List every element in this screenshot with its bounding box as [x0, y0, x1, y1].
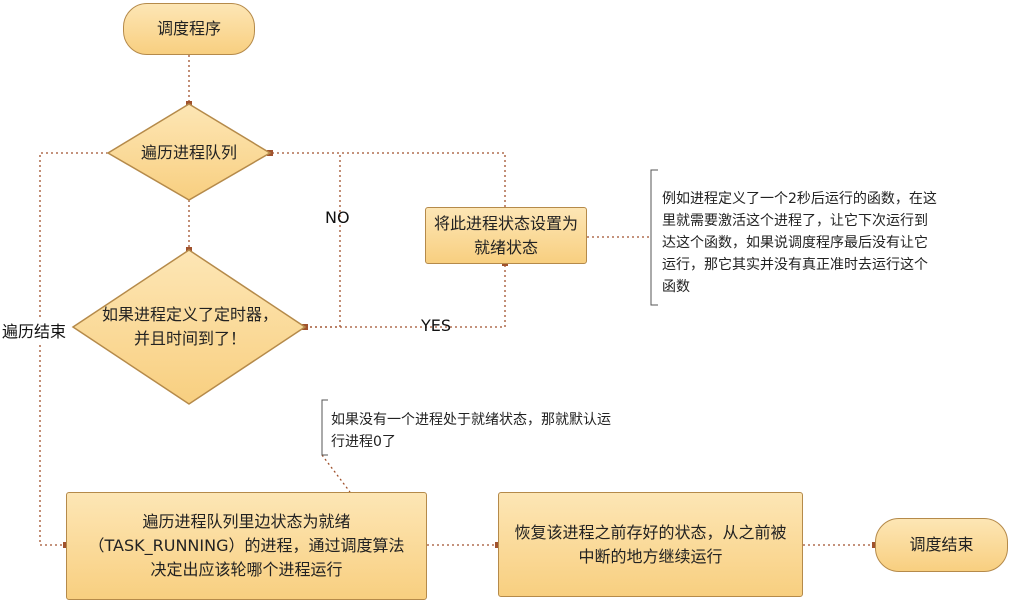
- bracket-default-note: [321, 399, 328, 456]
- loop-end-label: 遍历结束: [2, 318, 67, 342]
- decision-check-shape: [71, 249, 307, 405]
- default-ready-note: 如果没有一个进程处于就绪状态，那就默认运行进程0了: [331, 412, 611, 450]
- edge-yes-to-set-ready: [305, 263, 506, 328]
- no-label: NO: [325, 208, 350, 227]
- decision-loop-shape: [106, 103, 272, 201]
- yes-label: YES: [421, 316, 452, 335]
- timer-note: 例如进程定义了一个2秒后运行的函数，在这里就需要激活这个进程了，让它下次运行到达…: [662, 191, 937, 295]
- timer-check-decision[interactable]: 如果进程定义了定时器，并且时间到了！: [101, 305, 278, 348]
- edge-note-default: [321, 454, 351, 493]
- restore-process[interactable]: 恢复该进程之前存好的状态，从之前被中断的地方继续运行: [498, 492, 803, 597]
- edge-loop-end-to-select: [39, 152, 108, 546]
- bracket-timer-note: [650, 169, 658, 306]
- end-node[interactable]: 调度结束: [875, 518, 1008, 572]
- edge-no-to-loop: [305, 153, 341, 328]
- edge-set-ready-to-loop: [270, 152, 506, 207]
- select-ready-process[interactable]: 遍历进程队列里边状态为就绪（TASK_RUNNING）的进程，通过调度算法决定出…: [66, 492, 427, 600]
- loop-decision[interactable]: 遍历进程队列: [140, 143, 237, 162]
- set-ready-process[interactable]: 将此进程状态设置为就绪状态: [425, 207, 587, 264]
- start-node[interactable]: 调度程序: [123, 3, 255, 55]
